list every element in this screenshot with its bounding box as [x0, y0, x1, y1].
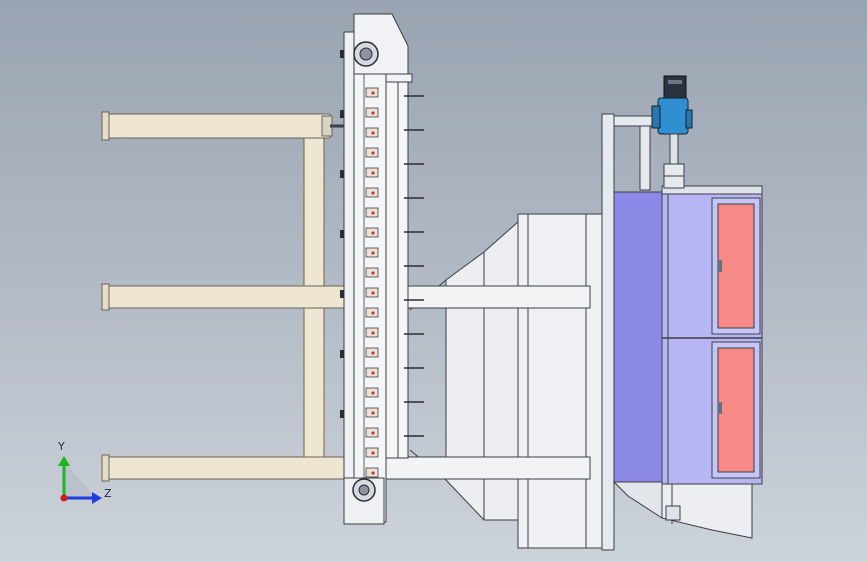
- bucket-marker: [371, 231, 375, 235]
- bucket-marker: [371, 451, 375, 455]
- drive-shaft: [669, 133, 679, 165]
- bucket-marker: [371, 111, 375, 115]
- door-window-upper[interactable]: [717, 203, 755, 329]
- door-handle-lower[interactable]: [718, 402, 722, 414]
- axis-label-y: Y: [58, 440, 65, 453]
- rail-bolt: [340, 290, 344, 298]
- door-window-lower[interactable]: [717, 347, 755, 473]
- furnace-body[interactable]: [345, 113, 663, 551]
- support-beam-bottom[interactable]: [107, 456, 349, 480]
- bucket-marker: [371, 171, 375, 175]
- bucket-marker: [371, 131, 375, 135]
- beam-end-plate-middle: [101, 283, 110, 311]
- chamber-side-panel[interactable]: [613, 191, 663, 483]
- beam-end-plate-top: [101, 111, 110, 141]
- gear-motor-icon[interactable]: [651, 75, 693, 189]
- rail-bolt: [340, 50, 344, 58]
- x-axis-dot: [60, 494, 68, 502]
- rail-bolt: [340, 230, 344, 238]
- conveyor-buckets[interactable]: [365, 87, 379, 478]
- support-beam-middle[interactable]: [107, 285, 349, 309]
- bucket-marker: [371, 371, 375, 375]
- bucket-marker: [371, 191, 375, 195]
- xyz-axis-triad-icon[interactable]: [58, 456, 102, 504]
- bucket-marker: [371, 311, 375, 315]
- support-beam-top[interactable]: [107, 113, 331, 139]
- beam-end-plate-bottom: [101, 454, 110, 482]
- bucket-marker: [371, 291, 375, 295]
- support-beams[interactable]: [101, 111, 349, 482]
- furnace-housing[interactable]: [517, 213, 603, 549]
- bucket-marker: [371, 411, 375, 415]
- bucket-marker: [371, 251, 375, 255]
- bucket-marker: [371, 331, 375, 335]
- axis-label-z: Z: [104, 487, 112, 500]
- heating-chamber[interactable]: [612, 185, 763, 539]
- bucket-marker: [371, 211, 375, 215]
- rail-ticks: [340, 50, 424, 437]
- end-plate: [601, 113, 615, 551]
- bucket-marker: [371, 351, 375, 355]
- rail-right: [385, 81, 409, 459]
- door-handle-upper[interactable]: [718, 260, 722, 272]
- rail-bolt: [340, 110, 344, 118]
- gearbox[interactable]: [657, 97, 689, 135]
- rail-bolt: [340, 350, 344, 358]
- bucket-marker: [371, 391, 375, 395]
- bucket-marker: [371, 271, 375, 275]
- bucket-marker: [371, 431, 375, 435]
- bucket-marker: [371, 151, 375, 155]
- bucket-marker: [371, 91, 375, 95]
- motor-housing[interactable]: [663, 75, 687, 99]
- rail-left: [343, 31, 355, 525]
- rail-bolt: [340, 170, 344, 178]
- bucket-marker: [371, 471, 375, 475]
- conveyor-column[interactable]: [340, 13, 424, 525]
- rail-bolt: [340, 410, 344, 418]
